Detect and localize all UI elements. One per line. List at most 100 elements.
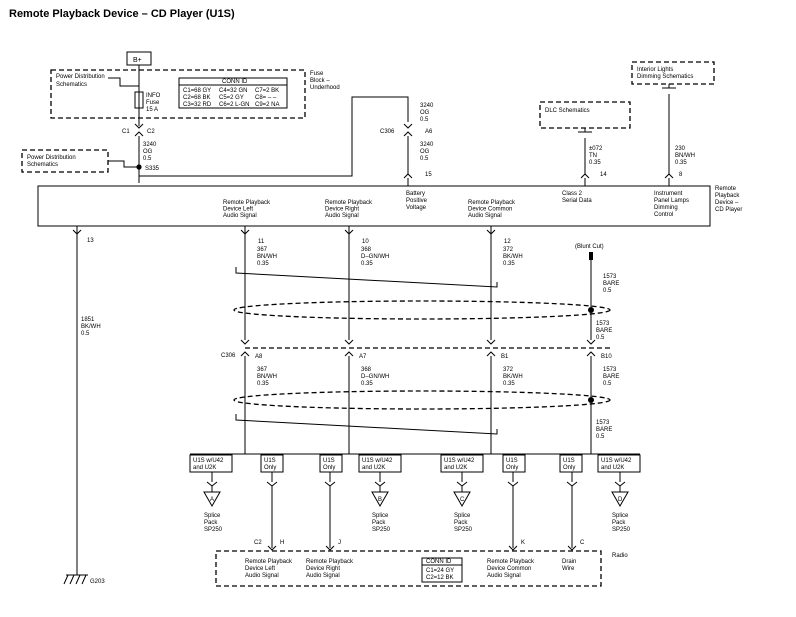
c306-terminal-top <box>344 339 354 345</box>
option-label-g: Only <box>563 465 575 471</box>
splice-pack-label: Splice <box>612 513 629 519</box>
connector-c2: C2 <box>147 129 155 135</box>
dimming-pin: 8 <box>679 172 683 178</box>
fuse-block-label-3: Underhood <box>310 85 340 91</box>
signal-wire-bottom-label: 372 <box>503 367 514 373</box>
option-label-c: U1S <box>323 458 335 464</box>
splice-pack-label: SP250 <box>612 527 631 533</box>
drain-low-wire-label: BARE <box>596 427 612 433</box>
shield-upper <box>233 267 611 320</box>
fuse-conn-id-table <box>178 77 288 109</box>
fuse-name: INFO <box>146 93 161 99</box>
radio-conn-id-title: CONN ID <box>426 559 452 565</box>
radio-pin: H <box>280 540 284 546</box>
radio-pin-label: Remote Playback <box>487 559 535 565</box>
option-label-g: U1S <box>563 458 575 464</box>
fuse-rating: 15 A <box>146 107 158 113</box>
signal-wire-top-label: BN/WH <box>257 254 277 260</box>
fuse-conn-id-title: CONN ID <box>222 79 248 85</box>
fuse-conn-id-cell: C6=2 L-GN <box>219 102 250 108</box>
signal-wire-top-label: 0.5 <box>603 288 612 294</box>
signal-device-pin: 10 <box>362 239 369 245</box>
radio-pin: K <box>521 540 525 546</box>
feed-wire-size: 0.5 <box>143 156 152 162</box>
device-label-2: Playback <box>715 193 740 199</box>
dlc-device-label-2: Serial Data <box>562 198 592 204</box>
radio-pin-label: Remote Playback <box>245 559 293 565</box>
option-box-c <box>319 454 343 473</box>
radio-connector-c2: C2 <box>254 540 262 546</box>
dlc-pin: 14 <box>600 172 607 178</box>
drain-mid-wire-label: 0.5 <box>596 335 605 341</box>
dimming-device-label-1: Instrument <box>654 191 683 197</box>
fuse-conn-id-cell: C1=68 GY <box>183 88 211 94</box>
remote-playback-device-box <box>37 185 711 227</box>
left-power-dist-2: Schematics <box>27 162 58 168</box>
blunt-cut-label: (Blunt Cut) <box>575 244 604 250</box>
option-box-a <box>189 454 233 473</box>
dimming-device-label-3: Dimming <box>654 205 678 211</box>
fuse-word: Fuse <box>146 100 160 106</box>
splice-pack-letter: C <box>460 497 465 503</box>
dimming-wire-color: BN/WH <box>675 153 695 159</box>
fuse-conn-id-cell: C8= – – <box>255 95 277 101</box>
c306-terminal-top <box>586 339 596 345</box>
option-branch-terminal <box>266 481 278 487</box>
radio-pin-label: Audio Signal <box>245 573 279 579</box>
dlc-label: DLC Schematics <box>545 108 590 114</box>
radio-pin-label: Audio Signal <box>306 573 340 579</box>
fuse-block-power-dist-2: Schematics <box>56 82 87 88</box>
drain-splice-dot-upper <box>588 307 594 313</box>
option-branch-terminal <box>206 481 218 487</box>
radio-label: Radio <box>612 553 628 559</box>
battery-c306: C306 <box>380 129 395 135</box>
signal-wire-bottom-label: 0.35 <box>503 381 515 387</box>
connector-c1: C1 <box>122 129 130 135</box>
dlc-box <box>539 101 631 129</box>
option-label-h: U1S w/U42 <box>601 458 632 464</box>
c306-terminal-top <box>240 339 250 345</box>
signal-wire-top-label: 0.35 <box>503 261 515 267</box>
radio-pin-label: Device Right <box>306 566 340 572</box>
signal-wire-top-label: BK/WH <box>503 254 523 260</box>
splice-s335-dot <box>136 164 142 170</box>
option-box-f <box>502 454 526 473</box>
option-label-b: U1S <box>264 458 276 464</box>
battery-device-pin: 15 <box>425 172 432 178</box>
battery-feed: 3240 OG 0.5 C306 A6 3240 OG 0.5 15 <box>380 103 434 186</box>
c306-pin: A8 <box>255 354 263 360</box>
signal-device-label: Device Left <box>223 207 253 213</box>
option-box-h <box>597 454 641 473</box>
option-label-e: U1S w/U42 <box>444 458 475 464</box>
radio-terminal <box>508 545 518 551</box>
fuse-conn-id-cell: C4=32 GN <box>219 88 248 94</box>
radio-conn-id-row-1: C1=24 GY <box>426 568 454 574</box>
splice-pack-letter: A <box>210 497 214 503</box>
radio-terminal <box>567 545 577 551</box>
signal-device-label: Remote Playback <box>223 200 271 206</box>
battery-wire-top-circuit: 3240 <box>420 103 434 109</box>
fuse-conn-id-cell: C9=2 NA <box>255 102 280 108</box>
radio-terminal <box>325 545 335 551</box>
signal-device-label: Device Common <box>468 207 512 213</box>
c306-pin: B1 <box>501 354 509 360</box>
splice-pack-label: Pack <box>372 520 386 526</box>
battery-wire-top-color: OG <box>420 110 430 116</box>
device-label-3: Device – <box>715 200 739 206</box>
radio-box <box>215 550 602 587</box>
splice-pack-triangle <box>203 491 221 508</box>
radio-pin-label: Audio Signal <box>487 573 521 579</box>
splice-pack-label: Pack <box>454 520 468 526</box>
radio-pin: C <box>580 540 585 546</box>
c306-pin: B10 <box>601 354 612 360</box>
ground-pin: 13 <box>87 238 94 244</box>
signal-wire-top-label: BARE <box>603 281 619 287</box>
signal-wire-top-label: 0.35 <box>361 261 373 267</box>
signal-wire-top-label: 372 <box>503 247 514 253</box>
radio-conn-id-row-2: C2=12 BK <box>426 575 454 581</box>
splice-s335: S335 <box>145 166 160 172</box>
signal-wire-bottom-label: 368 <box>361 367 372 373</box>
signal-wire-top-label: 1573 <box>603 274 617 280</box>
radio-pin-label: Wire <box>562 566 575 572</box>
signal-device-label: Audio Signal <box>468 213 502 219</box>
